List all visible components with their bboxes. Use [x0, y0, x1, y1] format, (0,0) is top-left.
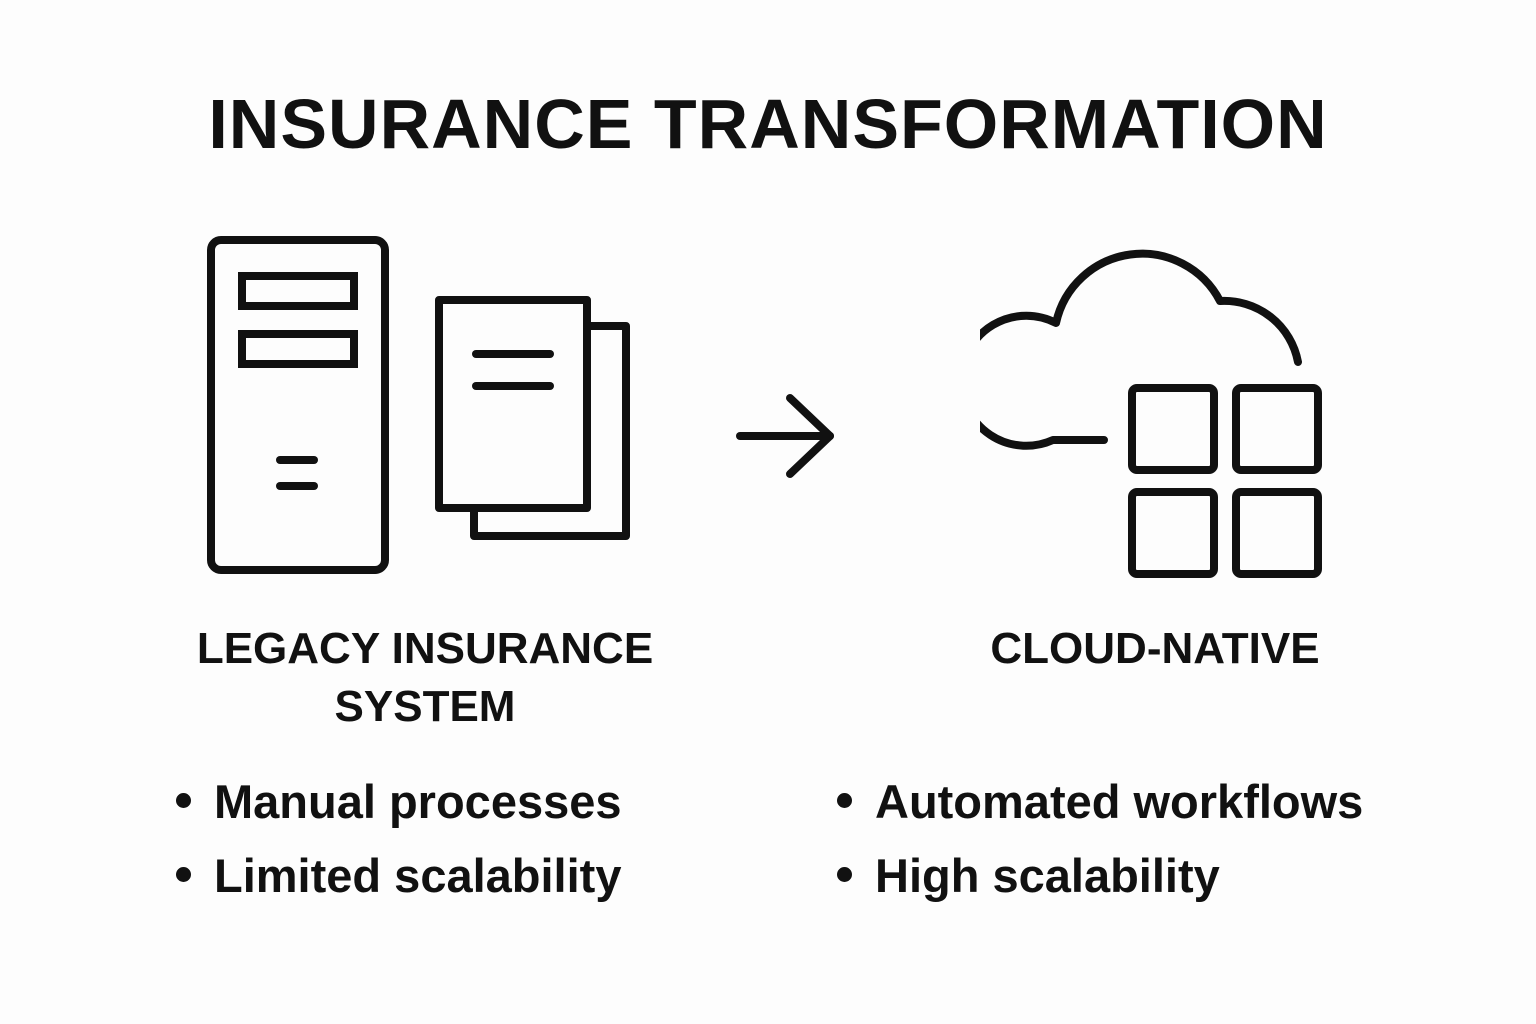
list-item: Automated workflows: [835, 772, 1363, 846]
list-item: Manual processes: [174, 772, 622, 846]
list-item: Limited scalability: [174, 846, 622, 920]
arrow-right-icon: [730, 392, 840, 482]
server-icon: [200, 230, 400, 580]
list-item: High scalability: [835, 846, 1363, 920]
cloud-icon: [980, 235, 1310, 450]
list-item-text: High scalability: [875, 849, 1220, 902]
legacy-bullet-list: Manual processes Limited scalability: [174, 772, 622, 920]
cloud-label-line: CLOUD-NATIVE: [990, 624, 1320, 673]
list-item-text: Automated workflows: [875, 775, 1364, 828]
bullet-dot-icon: [837, 867, 852, 882]
bullet-dot-icon: [176, 793, 191, 808]
cloud-native-label: CLOUD-NATIVE: [900, 620, 1410, 678]
legacy-label-line: LEGACY INSURANCE: [196, 624, 654, 673]
list-item-text: Manual processes: [214, 775, 622, 828]
legacy-label-line: SYSTEM: [334, 682, 516, 731]
grid-blocks-icon: [1120, 378, 1330, 583]
cloud-bullet-list: Automated workflows High scalability: [835, 772, 1363, 920]
legacy-system-label: LEGACY INSURANCE SYSTEM: [150, 620, 700, 736]
bullet-dot-icon: [176, 867, 191, 882]
page-title: INSURANCE TRANSFORMATION: [208, 85, 1328, 163]
documents-icon: [430, 290, 640, 550]
list-item-text: Limited scalability: [214, 849, 622, 902]
bullet-dot-icon: [837, 793, 852, 808]
